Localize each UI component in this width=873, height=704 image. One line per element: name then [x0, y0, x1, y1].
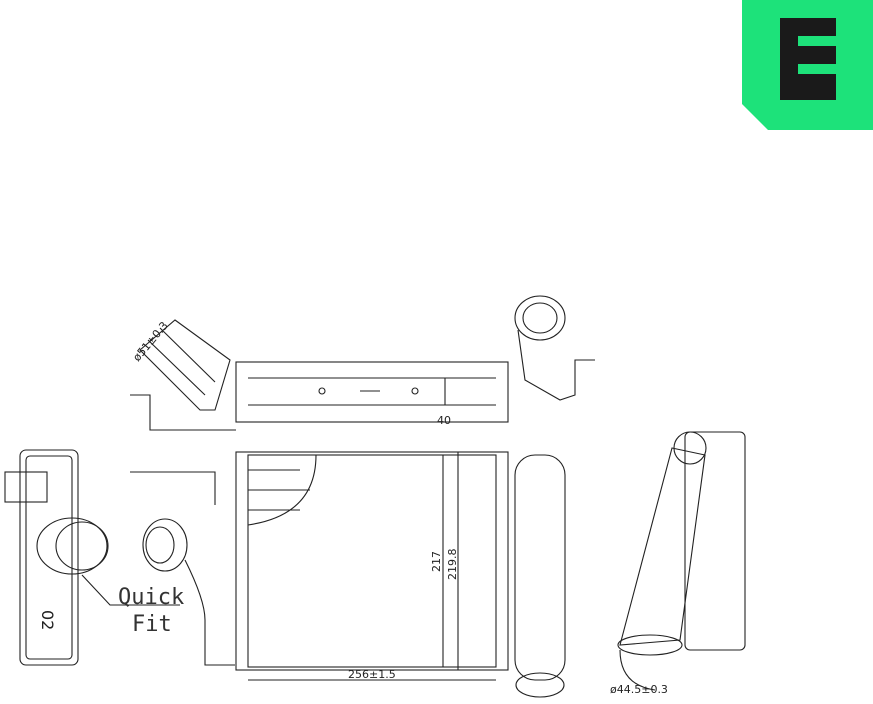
part-mark: 02 [38, 610, 57, 630]
core-height-dimension: 217 [430, 551, 443, 572]
brand-logo [742, 0, 873, 130]
inlet-diameter-dimension: ø51±0.3 [130, 319, 170, 364]
quick-fit-label-line2: Fit [132, 612, 172, 637]
right-side-view [617, 431, 746, 691]
top-view [130, 295, 595, 431]
outlet-diameter-dimension: ø44.5±0.3 [610, 683, 668, 696]
depth-dimension: 40 [437, 414, 451, 427]
overall-height-dimension: 219.8 [446, 549, 459, 581]
left-side-view [4, 449, 180, 666]
quick-fit-label-line1: Quick [118, 585, 184, 610]
width-dimension: 256±1.5 [348, 668, 396, 681]
front-view [130, 451, 566, 698]
